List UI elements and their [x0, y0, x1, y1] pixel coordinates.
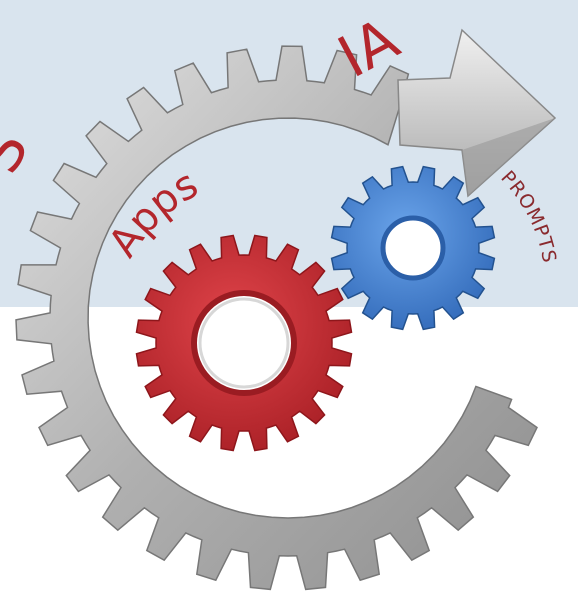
blue-gear-icon	[330, 165, 496, 331]
red-gear-icon	[135, 234, 353, 452]
arrow-ring-gear-icon	[15, 28, 557, 591]
side-label: S	[0, 119, 42, 183]
prompts-label: PROMPTS	[496, 167, 559, 265]
svg-text:PROMPTS: PROMPTS	[496, 167, 560, 265]
